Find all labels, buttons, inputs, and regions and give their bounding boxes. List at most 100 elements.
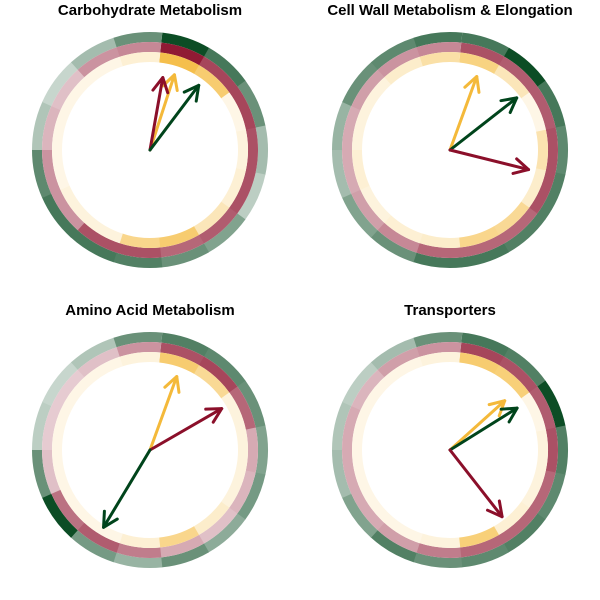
- yellow-ring-segment: [159, 352, 200, 375]
- green-ring-segment: [237, 472, 266, 520]
- red-ring-segment: [198, 207, 238, 244]
- red-ring-segment: [416, 342, 462, 357]
- red-ring-segment: [228, 170, 256, 214]
- yellow-ring-segment: [60, 76, 92, 115]
- green-ring-segment: [371, 37, 418, 70]
- yellow-vector-arrowhead: [161, 73, 179, 93]
- yellow-ring-segment: [194, 65, 230, 99]
- yellow-ring-segment: [419, 352, 461, 367]
- green-ring-segment: [370, 229, 417, 263]
- green-ring-segment: [504, 347, 546, 387]
- green-ring-segment: [70, 229, 117, 263]
- green-ring-segment: [332, 449, 352, 498]
- green-ring-segment: [370, 529, 417, 563]
- red-ring-segment: [499, 356, 538, 393]
- red-vector-line: [448, 448, 504, 519]
- red-ring-segment: [545, 127, 558, 174]
- green-vector-arrowhead: [102, 509, 119, 529]
- red-ring-segment: [116, 543, 162, 558]
- yellow-ring-segment: [221, 392, 246, 433]
- green-ring-segment: [555, 425, 568, 476]
- yellow-ring-segment: [352, 449, 370, 490]
- red-ring-segment: [229, 386, 256, 431]
- red-ring-segment: [416, 243, 462, 258]
- red-ring-segment: [528, 470, 556, 514]
- green-ring-segment: [32, 401, 52, 450]
- green-ring-segment: [32, 101, 52, 150]
- red-ring-segment: [116, 342, 162, 357]
- green-vector-line: [102, 448, 152, 529]
- green-ring-segment: [32, 149, 52, 198]
- yellow-ring-segment: [458, 526, 499, 548]
- yellow-ring-segment: [84, 515, 123, 544]
- panel-title: Transporters: [404, 302, 496, 319]
- green-ring-segment: [413, 32, 463, 48]
- green-ring-segment: [255, 425, 269, 476]
- red-ring-segment: [159, 234, 204, 258]
- green-ring-segment: [412, 552, 463, 568]
- red-vector-arrowhead: [485, 499, 504, 519]
- yellow-ring-segment: [119, 533, 161, 548]
- green-ring-segment: [237, 380, 266, 429]
- yellow-vector-line: [148, 73, 176, 152]
- green-ring-segment: [460, 243, 509, 268]
- green-vector-arrowhead: [499, 96, 519, 115]
- red-ring-segment: [77, 522, 120, 553]
- green-ring-segment: [461, 32, 510, 57]
- green-ring-segment: [161, 32, 210, 57]
- panel-transporters: Transporters: [332, 302, 568, 568]
- green-ring-segment: [461, 332, 510, 357]
- red-ring-segment: [160, 42, 205, 66]
- yellow-vector-line: [448, 75, 479, 152]
- yellow-vector-line: [448, 399, 507, 452]
- red-vector-line: [148, 76, 165, 152]
- red-ring-segment: [460, 342, 505, 366]
- green-ring-segment: [204, 347, 246, 387]
- red-ring-segment: [498, 507, 538, 544]
- yellow-ring-segment: [360, 76, 392, 115]
- red-vector-arrowhead: [151, 76, 170, 95]
- red-ring-segment: [341, 405, 361, 450]
- panel-carbohydrate-metabolism: Carbohydrate Metabolism: [32, 2, 268, 268]
- red-ring-segment: [459, 234, 504, 258]
- green-vector-line: [448, 96, 519, 152]
- red-ring-segment: [377, 347, 421, 378]
- red-ring-segment: [416, 543, 462, 558]
- yellow-ring-segment: [493, 501, 530, 536]
- yellow-vector-line: [148, 375, 179, 452]
- yellow-ring-segment: [419, 52, 461, 67]
- yellow-ring-segment: [535, 129, 548, 171]
- red-ring-segment: [77, 47, 121, 78]
- yellow-ring-segment: [384, 356, 424, 385]
- green-ring-segment: [332, 149, 352, 198]
- yellow-ring-segment: [220, 168, 246, 209]
- red-ring-segment: [377, 522, 420, 553]
- yellow-ring-segment: [521, 392, 546, 433]
- green-ring-segment: [412, 252, 463, 268]
- yellow-ring-segment: [494, 65, 530, 99]
- yellow-ring-segment: [52, 409, 70, 450]
- green-ring-segment: [504, 47, 546, 87]
- red-ring-segment: [528, 170, 556, 214]
- panel-title: Cell Wall Metabolism & Elongation: [327, 2, 572, 19]
- red-ring-segment: [116, 42, 162, 57]
- yellow-ring-segment: [384, 56, 424, 85]
- yellow-ring-segment: [220, 468, 246, 509]
- red-ring-segment: [351, 489, 385, 531]
- red-ring-segment: [77, 222, 120, 253]
- green-ring-segment: [555, 125, 568, 176]
- red-ring-segment: [351, 189, 385, 231]
- green-ring-segment: [112, 252, 163, 268]
- red-vector-arrowhead: [204, 407, 224, 424]
- yellow-vector-arrowhead: [463, 75, 481, 94]
- green-ring-segment: [341, 493, 378, 538]
- yellow-ring-segment: [352, 149, 370, 190]
- red-vector-line: [148, 407, 224, 452]
- yellow-ring-segment: [384, 515, 423, 544]
- red-vector-line: [448, 148, 531, 172]
- yellow-ring-segment: [419, 533, 461, 548]
- green-ring-segment: [42, 61, 79, 107]
- red-ring-segment: [245, 427, 258, 474]
- yellow-ring-segment: [119, 352, 161, 367]
